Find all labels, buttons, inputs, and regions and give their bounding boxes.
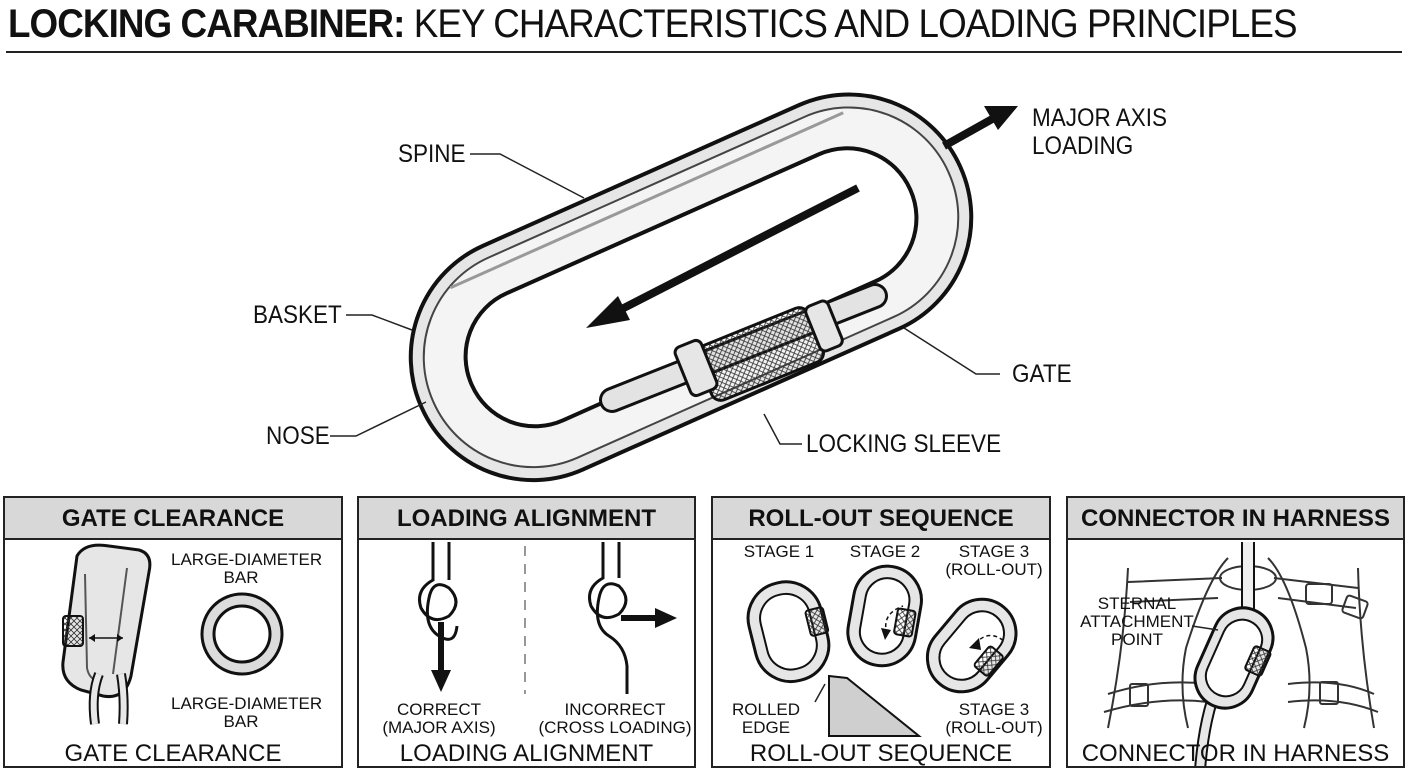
- load-direction-arrow: [586, 184, 860, 328]
- label-sternal-1: STERNAL: [1097, 594, 1177, 613]
- label-major-axis-2: LOADING: [1032, 132, 1134, 160]
- label-stage3-top-2: (ROLL-OUT): [945, 560, 1043, 579]
- right-arrow-icon: [655, 608, 677, 628]
- label-rolled-edge-1: ROLLED: [731, 700, 801, 719]
- panel-header: CONNECTOR IN HARNESS: [1068, 498, 1403, 540]
- bar-ring-icon: [200, 592, 284, 676]
- stage2-carabiner-icon: [846, 564, 923, 668]
- locking-sleeve-icon: [673, 299, 844, 402]
- label-gate: GATE: [1012, 360, 1072, 388]
- stage1-carabiner-icon: [746, 580, 831, 684]
- panel-footer: LOADING ALIGNMENT: [399, 740, 654, 767]
- label-bar-bottom-1: LARGE-DIAMETER: [171, 694, 323, 713]
- label-stage1: STAGE 1: [743, 542, 815, 561]
- harness-body-icon: [1103, 557, 1379, 729]
- label-incorrect-1: INCORRECT: [564, 700, 666, 719]
- panel-header: LOADING ALIGNMENT: [359, 498, 694, 540]
- panel-loading-alignment: LOADING ALIGNMENT CORRECT (MAJOR AXIS) I…: [357, 496, 696, 768]
- panel-footer: ROLL-OUT SEQUENCE: [749, 740, 1013, 767]
- gate-clearance-figure: [61, 543, 284, 725]
- main-carabiner-illustration: [330, 92, 1018, 483]
- label-basket: BASKET: [253, 301, 342, 329]
- panel-footer: CONNECTOR IN HARNESS: [1081, 740, 1390, 767]
- panel-roll-out-sequence: ROLL-OUT SEQUENCE STAGE 1 STAGE 2 STAGE …: [711, 496, 1051, 768]
- panel-connector-in-harness: CONNECTOR IN HARNESS: [1066, 496, 1405, 768]
- down-arrow-icon: [431, 670, 451, 692]
- panel-header: GATE CLEARANCE: [5, 498, 341, 540]
- label-stage3-bottom-1: STAGE 3: [958, 700, 1030, 719]
- label-locking-sleeve: LOCKING SLEEVE: [806, 430, 1002, 458]
- label-spine: SPINE: [398, 140, 466, 168]
- label-stage3-top-1: STAGE 3: [958, 542, 1030, 561]
- label-stage3-bottom-2: (ROLL-OUT): [945, 718, 1043, 737]
- harness-carabiner-icon: [1193, 606, 1275, 710]
- label-sternal-3: POINT: [1111, 630, 1163, 649]
- label-nose: NOSE: [266, 422, 330, 450]
- small-carabiner-icon: [61, 543, 152, 725]
- title-bold: LOCKING CARABINER:: [8, 2, 405, 46]
- title-divider: [6, 51, 1402, 53]
- panel-header: ROLL-OUT SEQUENCE: [713, 498, 1049, 540]
- loading-alignment-figure: [418, 542, 677, 694]
- label-bar-top-1: LARGE-DIAMETER: [171, 550, 323, 569]
- label-stage2: STAGE 2: [849, 542, 921, 561]
- incorrect-knot-icon: [588, 542, 629, 694]
- page-title: LOCKING CARABINER: KEY CHARACTERISTICS A…: [8, 2, 1298, 46]
- label-sternal-2: ATTACHMENT: [1080, 612, 1194, 631]
- label-bar-top-2: BAR: [223, 568, 259, 587]
- leader-lines: [330, 153, 1000, 445]
- major-axis-arrow: [942, 106, 1018, 150]
- label-correct-1: CORRECT: [396, 700, 482, 719]
- label-correct-2: (MAJOR AXIS): [382, 718, 496, 737]
- label-major-axis-1: MAJOR AXIS: [1032, 104, 1168, 132]
- title-rest: KEY CHARACTERISTICS AND LOADING PRINCIPL…: [413, 2, 1298, 46]
- harness-figure: [1103, 542, 1379, 766]
- panel-gate-clearance: GATE CLEARANCE LARGE-DIAMETER BAR LARGE-…: [3, 496, 343, 768]
- roll-out-figure: [746, 564, 1018, 737]
- edge-block: [828, 674, 922, 737]
- panel-footer: GATE CLEARANCE: [64, 740, 282, 767]
- label-incorrect-2: (CROSS LOADING): [538, 718, 692, 737]
- label-bar-bottom-2: BAR: [223, 712, 259, 731]
- label-rolled-edge-2: EDGE: [741, 718, 791, 737]
